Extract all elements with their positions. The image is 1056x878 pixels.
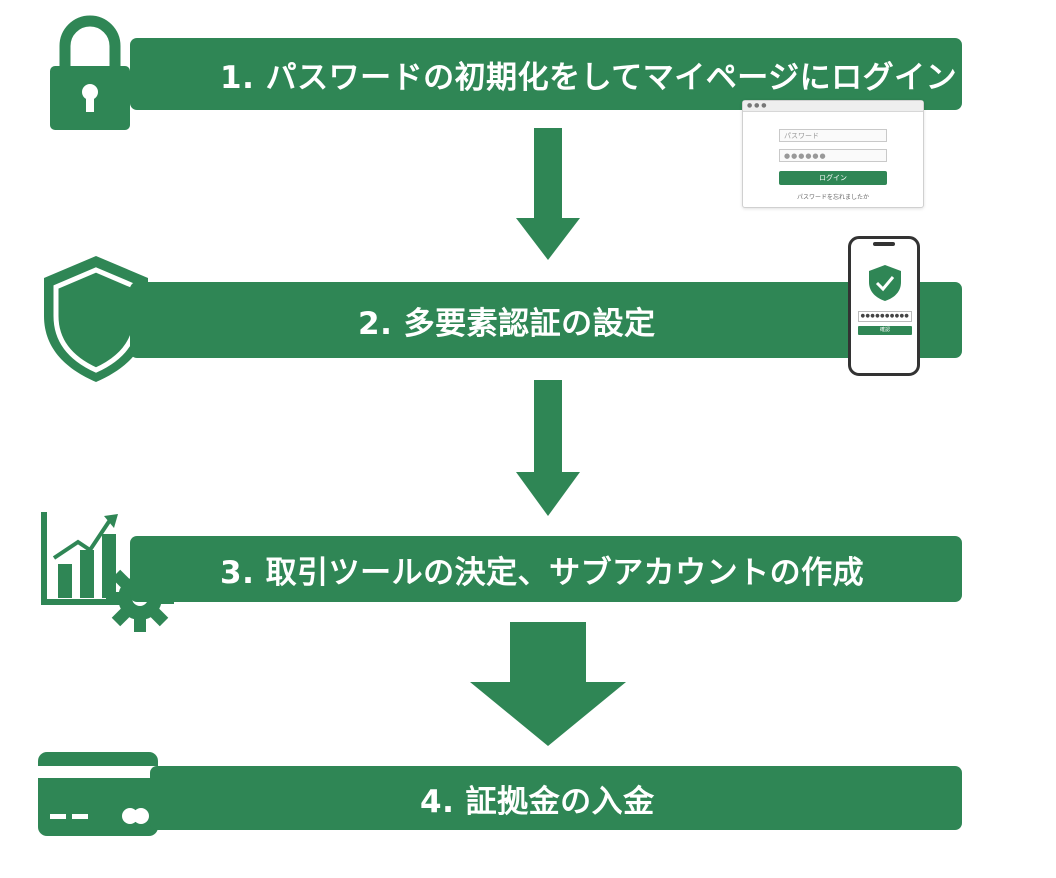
step-4-bar: 4. 証拠金の入金 bbox=[150, 766, 962, 830]
window-titlebar: ● ● ● bbox=[743, 101, 923, 112]
step-2-bar: 2. 多要素認証の設定 bbox=[130, 282, 962, 358]
step-3-label: 3. 取引ツールの決定、サブアカウントの作成 bbox=[220, 554, 865, 591]
login-button: ログイン bbox=[779, 171, 887, 185]
password-placeholder-field: パスワード bbox=[779, 129, 887, 142]
down-arrow-2 bbox=[516, 380, 580, 516]
phone-code-field: ●●●●●●●●●● bbox=[858, 311, 912, 322]
phone-notch bbox=[873, 242, 895, 246]
down-arrow-1 bbox=[516, 128, 580, 260]
step-2-label: 2. 多要素認証の設定 bbox=[358, 305, 656, 342]
password-value-field: ●●●●●● bbox=[779, 149, 887, 162]
login-window-mockup: ● ● ● パスワード ●●●●●● ログイン パスワードを忘れましたか bbox=[742, 100, 924, 208]
phone-mockup: ●●●●●●●●●● 確認 bbox=[848, 236, 920, 376]
down-arrow-3 bbox=[470, 622, 626, 746]
credit-card-icon bbox=[38, 752, 158, 836]
step-1-bar: 1. パスワードの初期化をしてマイページにログイン bbox=[130, 38, 962, 110]
login-footer-text: パスワードを忘れましたか bbox=[796, 194, 869, 201]
step-4-label: 4. 証拠金の入金 bbox=[420, 783, 655, 820]
phone-confirm-button: 確認 bbox=[858, 326, 912, 335]
step-3-bar: 3. 取引ツールの決定、サブアカウントの作成 bbox=[130, 536, 962, 602]
step-1-label: 1. パスワードの初期化をしてマイページにログイン bbox=[220, 59, 958, 96]
shield-check-icon bbox=[869, 265, 901, 301]
lock-icon bbox=[50, 15, 130, 130]
